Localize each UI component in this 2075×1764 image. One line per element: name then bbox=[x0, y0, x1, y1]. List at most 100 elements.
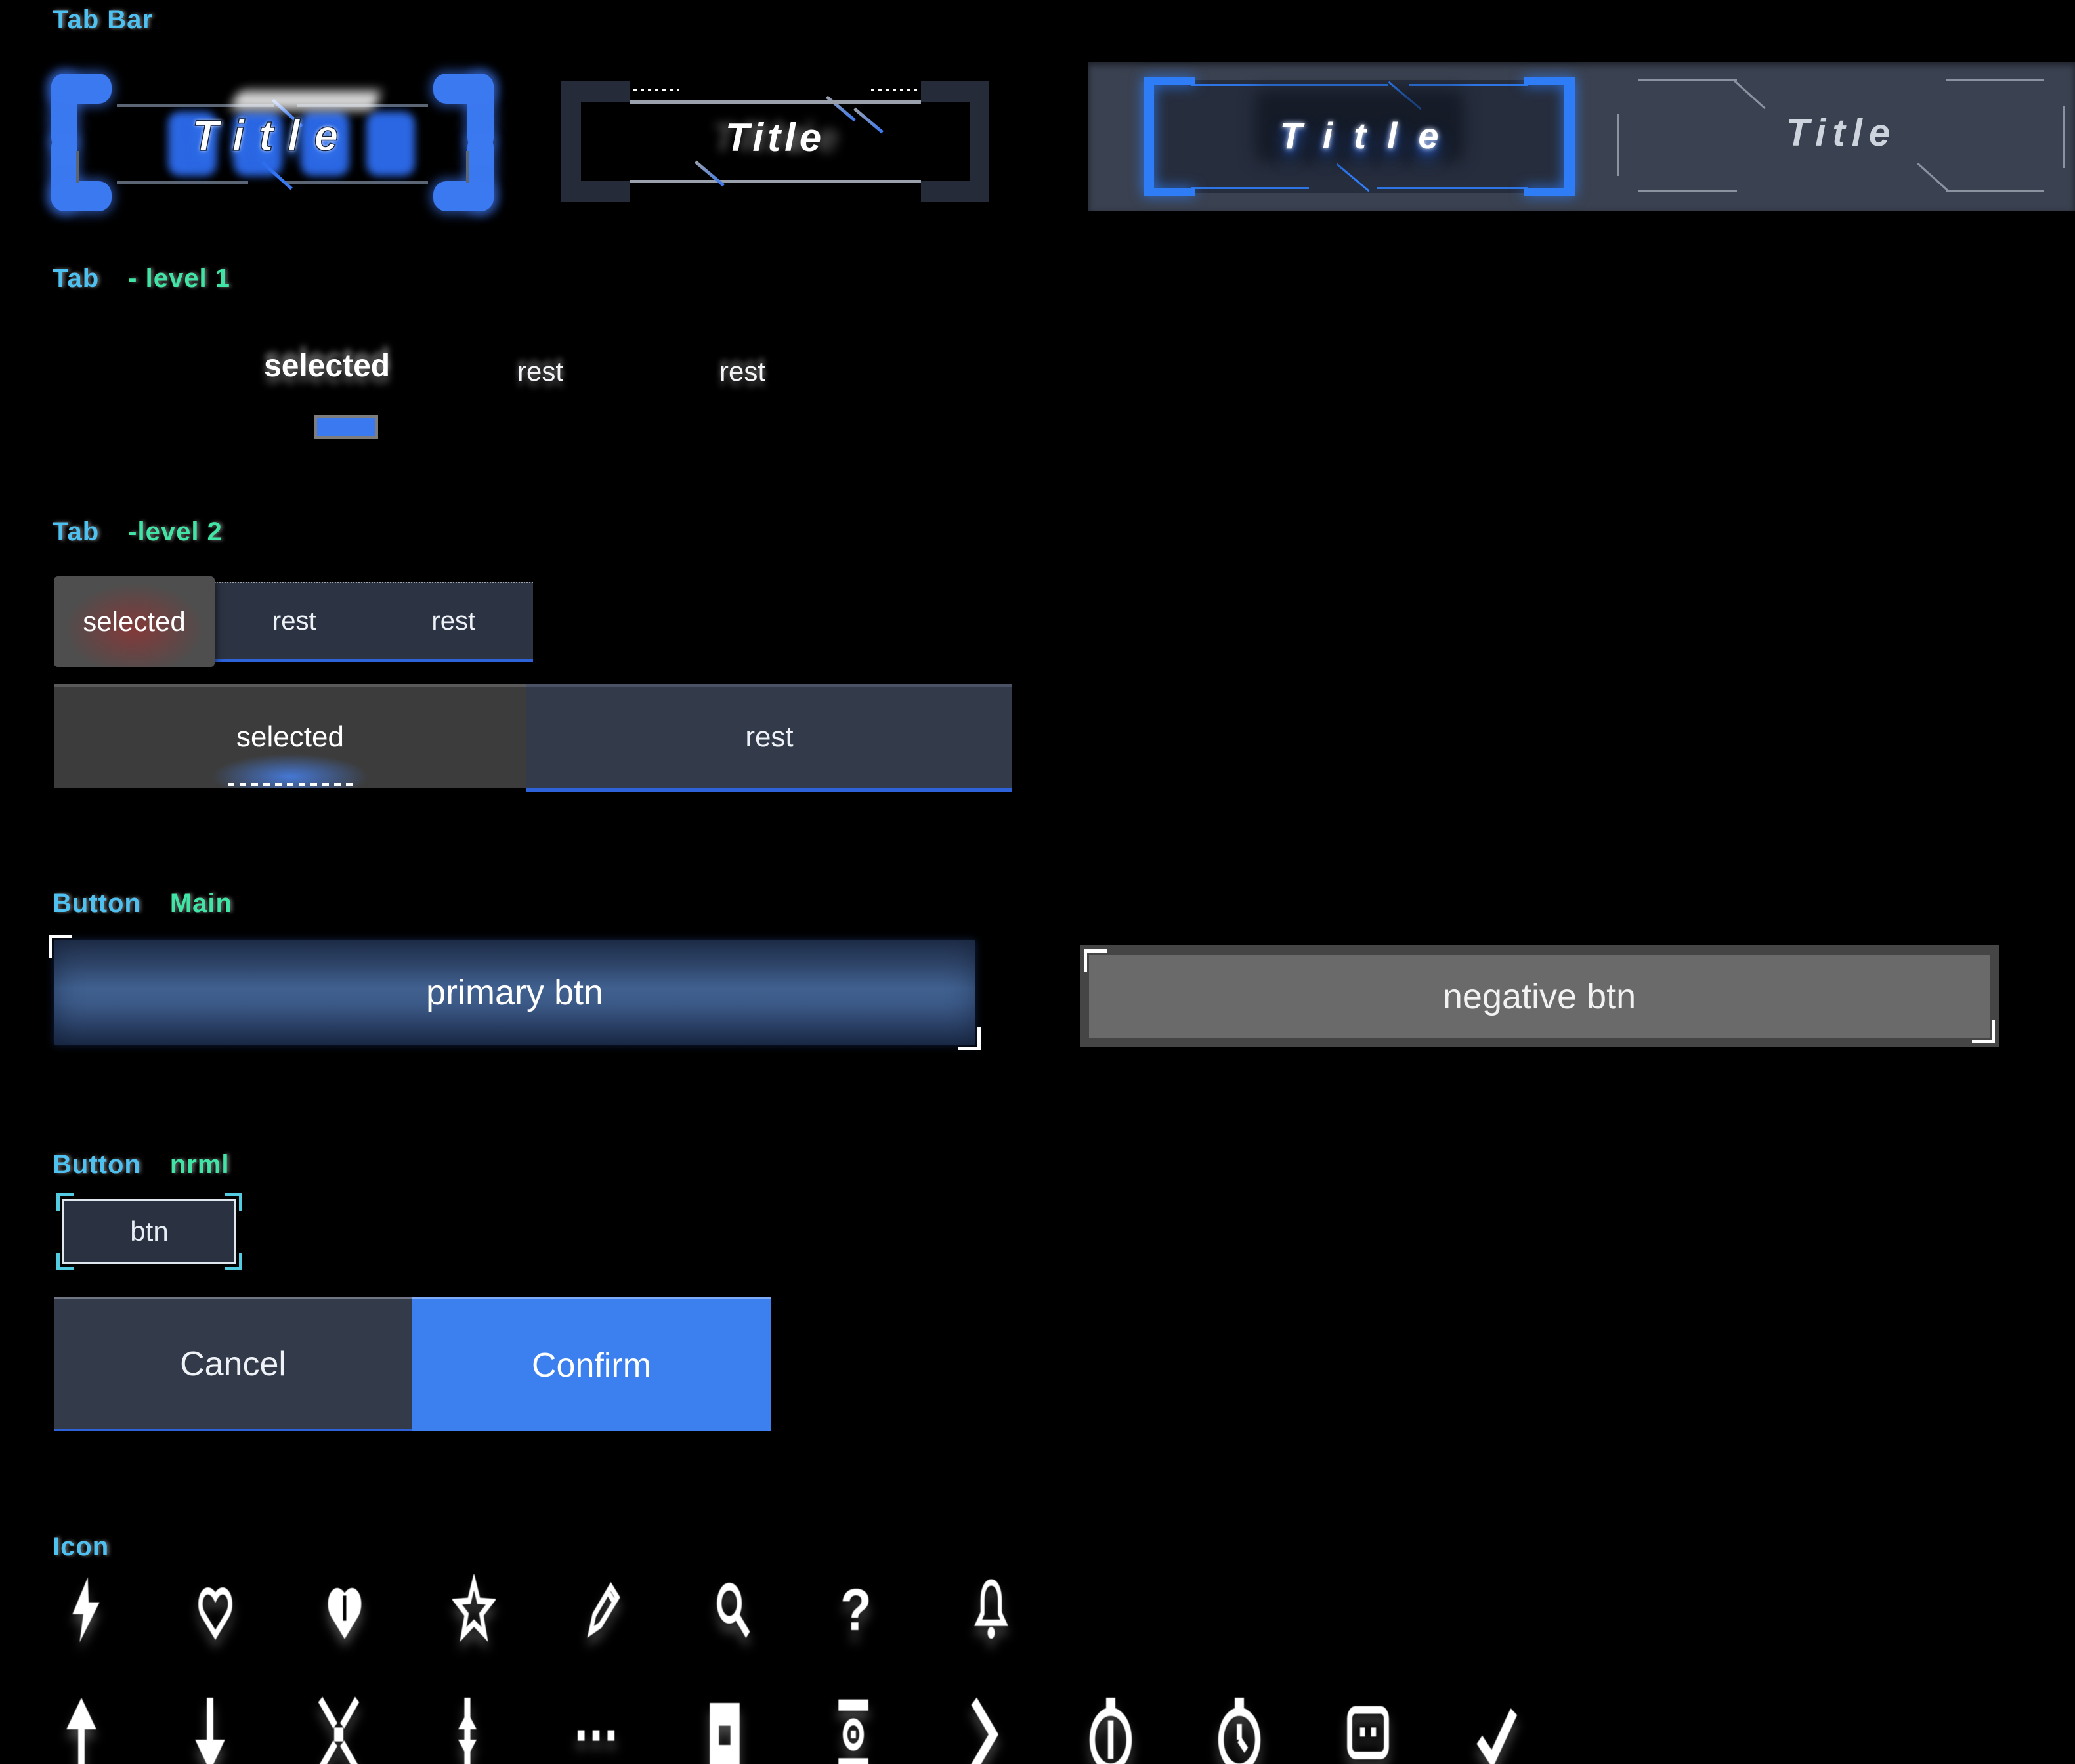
icon-label: Icon bbox=[53, 1532, 110, 1561]
icon-slot[interactable] bbox=[826, 1692, 954, 1764]
icon-slot[interactable] bbox=[1340, 1692, 1469, 1764]
frame-line bbox=[1946, 190, 2044, 192]
icon-slot[interactable] bbox=[959, 1574, 1088, 1679]
frame-line bbox=[630, 180, 826, 183]
label-suffix: -level 2 bbox=[128, 517, 223, 546]
frame-line bbox=[1409, 84, 1528, 86]
small-button-label: btn bbox=[130, 1216, 169, 1247]
frame-line bbox=[1617, 114, 1619, 176]
frame-line bbox=[1377, 187, 1528, 189]
icon-slot[interactable] bbox=[1212, 1692, 1340, 1764]
frame-line bbox=[1946, 79, 2044, 81]
icon-slot[interactable] bbox=[54, 1574, 183, 1679]
stop-icon bbox=[697, 1692, 752, 1764]
small-button[interactable]: btn bbox=[56, 1193, 242, 1270]
icon-slot[interactable] bbox=[700, 1574, 830, 1679]
frame-line bbox=[2063, 106, 2065, 168]
icon-slot[interactable] bbox=[183, 1574, 312, 1679]
lightning-icon bbox=[64, 1574, 108, 1648]
glow-blob bbox=[168, 112, 217, 176]
tab-level2-rest[interactable]: rest bbox=[272, 606, 316, 635]
title-text: Title bbox=[192, 110, 353, 160]
label-prefix: Button bbox=[53, 1150, 141, 1179]
icon-slot[interactable] bbox=[1469, 1692, 1598, 1764]
icon-slot[interactable] bbox=[54, 1692, 182, 1764]
section-label-icon: Icon bbox=[53, 1532, 109, 1562]
segment-label: rest bbox=[745, 721, 794, 753]
scan-icon bbox=[826, 1692, 881, 1764]
tab-level1-rest[interactable]: rest bbox=[517, 356, 564, 387]
icon-slot[interactable] bbox=[311, 1692, 440, 1764]
label-suffix: Main bbox=[169, 889, 232, 918]
primary-button[interactable]: primary btn bbox=[49, 935, 981, 1050]
title-bar-rest: Title bbox=[561, 81, 989, 202]
frame-line bbox=[284, 181, 428, 184]
icon-slot[interactable] bbox=[1083, 1692, 1212, 1764]
frame-line bbox=[630, 100, 826, 104]
icon-slot[interactable] bbox=[312, 1574, 442, 1679]
section-label-tab-level2: Tab -level 2 bbox=[53, 517, 223, 547]
tab-level1-selected[interactable]: selected bbox=[264, 349, 391, 383]
bell-icon bbox=[970, 1574, 1013, 1648]
title-bar-selected: Title bbox=[51, 74, 494, 211]
icon-slot[interactable] bbox=[440, 1692, 568, 1764]
bracket-icon bbox=[1144, 77, 1195, 196]
blue-glow bbox=[211, 754, 369, 788]
label-suffix: nrml bbox=[169, 1150, 230, 1179]
heart-filled-icon bbox=[323, 1574, 366, 1648]
icon-row-2 bbox=[54, 1692, 1598, 1764]
frame-line bbox=[744, 100, 921, 104]
heart-outline-icon bbox=[194, 1574, 237, 1648]
icon-slot[interactable] bbox=[182, 1692, 311, 1764]
frame-line bbox=[466, 151, 469, 183]
label-suffix: - level 1 bbox=[128, 264, 230, 293]
segment-label: selected bbox=[236, 721, 344, 753]
tab-level1-rest[interactable]: rest bbox=[719, 356, 766, 387]
negative-button-label: negative btn bbox=[1442, 976, 1636, 1016]
timer-icon bbox=[1083, 1692, 1138, 1764]
check-icon bbox=[1469, 1692, 1524, 1764]
frame-diagonal bbox=[1732, 79, 1766, 110]
confirm-button[interactable]: Confirm bbox=[412, 1297, 771, 1431]
frame-diagonal bbox=[1917, 162, 1950, 192]
icon-slot[interactable] bbox=[697, 1692, 826, 1764]
segment-selected[interactable]: selected bbox=[54, 684, 526, 788]
question-icon: ? bbox=[840, 1576, 872, 1643]
star-icon bbox=[451, 1572, 497, 1648]
selection-handle-icon bbox=[56, 1253, 74, 1270]
frame-line bbox=[1191, 187, 1309, 189]
icon-slot[interactable] bbox=[442, 1572, 571, 1679]
arrow-up-icon bbox=[54, 1692, 109, 1764]
icon-row-1: ? bbox=[54, 1572, 1088, 1679]
title-text: Title bbox=[1786, 112, 1897, 154]
tab-level2-selected[interactable]: selected bbox=[54, 576, 215, 667]
expand-vertical-icon bbox=[440, 1692, 495, 1764]
section-label-button-main: Button Main bbox=[53, 889, 232, 918]
tab-level2-rest[interactable]: rest bbox=[431, 606, 476, 635]
icon-slot[interactable] bbox=[954, 1692, 1083, 1764]
selection-handle-icon bbox=[225, 1253, 242, 1270]
title-text: Title bbox=[725, 116, 826, 160]
icon-slot[interactable] bbox=[571, 1574, 700, 1679]
tab-level2-strip: rest rest bbox=[215, 582, 533, 662]
frame-bar bbox=[561, 81, 630, 202]
message-icon bbox=[1340, 1692, 1396, 1764]
section-label-button-nrml: Button nrml bbox=[53, 1150, 230, 1180]
title-bar-plain: Title bbox=[1615, 74, 2068, 199]
icon-slot[interactable] bbox=[568, 1692, 697, 1764]
glow-blob bbox=[301, 112, 349, 176]
segment-rest[interactable]: rest bbox=[526, 684, 1012, 792]
label-prefix: Button bbox=[53, 889, 141, 918]
chevron-right-icon bbox=[954, 1692, 1010, 1764]
negative-button[interactable]: negative btn bbox=[1080, 945, 1999, 1047]
icon-slot[interactable]: ? bbox=[830, 1574, 959, 1679]
label-prefix: Tab bbox=[53, 264, 100, 293]
search-icon bbox=[711, 1574, 754, 1648]
cancel-button[interactable]: Cancel bbox=[54, 1297, 412, 1431]
clock-icon bbox=[1212, 1692, 1267, 1764]
glow-blob bbox=[234, 112, 282, 176]
title-bar-glow: Title bbox=[1144, 77, 1575, 196]
collapse-vertical-icon bbox=[311, 1692, 366, 1764]
label-prefix: Tab bbox=[53, 517, 100, 546]
tab-bar-label: Tab Bar bbox=[53, 5, 153, 34]
